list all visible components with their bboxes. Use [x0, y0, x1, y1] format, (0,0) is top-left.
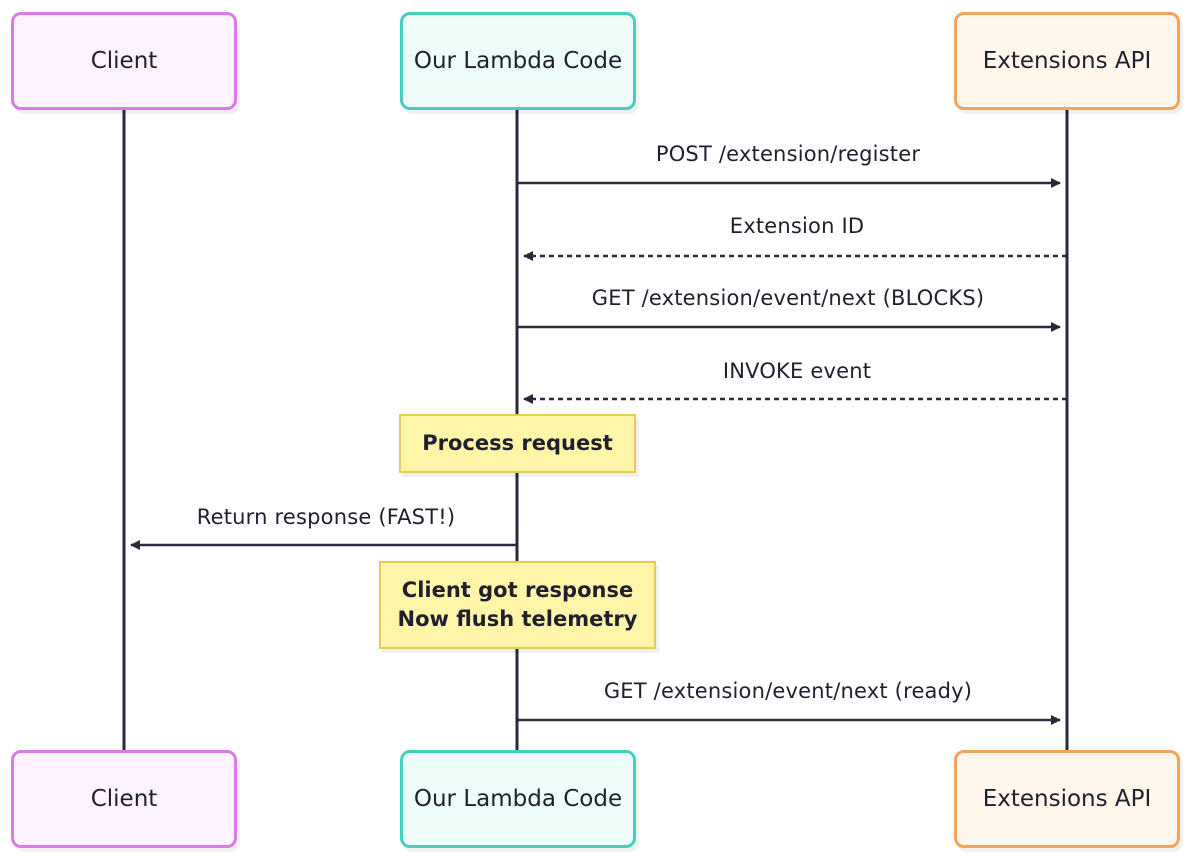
actor-client-bottom-label: Client: [90, 786, 158, 812]
actor-lambda-top-label: Our Lambda Code: [413, 48, 623, 74]
message-label-register: POST /extension/register: [655, 142, 921, 166]
message-label-invoke-event: INVOKE event: [722, 359, 872, 383]
actor-extensions-bottom: Extensions API: [954, 750, 1180, 848]
note-flush-line-1: Client got response: [401, 578, 634, 602]
message-label-extension-id: Extension ID: [729, 214, 865, 238]
actor-lambda-bottom: Our Lambda Code: [400, 750, 636, 848]
actor-client-bottom: Client: [11, 750, 237, 848]
actor-client-top: Client: [11, 12, 237, 110]
message-label-event-next-blocks: GET /extension/event/next (BLOCKS): [591, 286, 985, 310]
note-process-request-text: Process request: [422, 431, 613, 455]
message-label-return-response: Return response (FAST!): [196, 505, 456, 529]
actor-lambda-bottom-label: Our Lambda Code: [413, 786, 623, 812]
note-flush-telemetry: Client got response Now flush telemetry: [379, 561, 656, 649]
actor-extensions-top-label: Extensions API: [982, 48, 1152, 74]
note-flush-line-2: Now flush telemetry: [397, 607, 638, 631]
message-label-event-next-ready: GET /extension/event/next (ready): [603, 679, 973, 703]
actor-extensions-top: Extensions API: [954, 12, 1180, 110]
actor-lambda-top: Our Lambda Code: [400, 12, 636, 110]
actor-client-top-label: Client: [90, 48, 158, 74]
note-process-request: Process request: [399, 414, 636, 473]
actor-extensions-bottom-label: Extensions API: [982, 786, 1152, 812]
